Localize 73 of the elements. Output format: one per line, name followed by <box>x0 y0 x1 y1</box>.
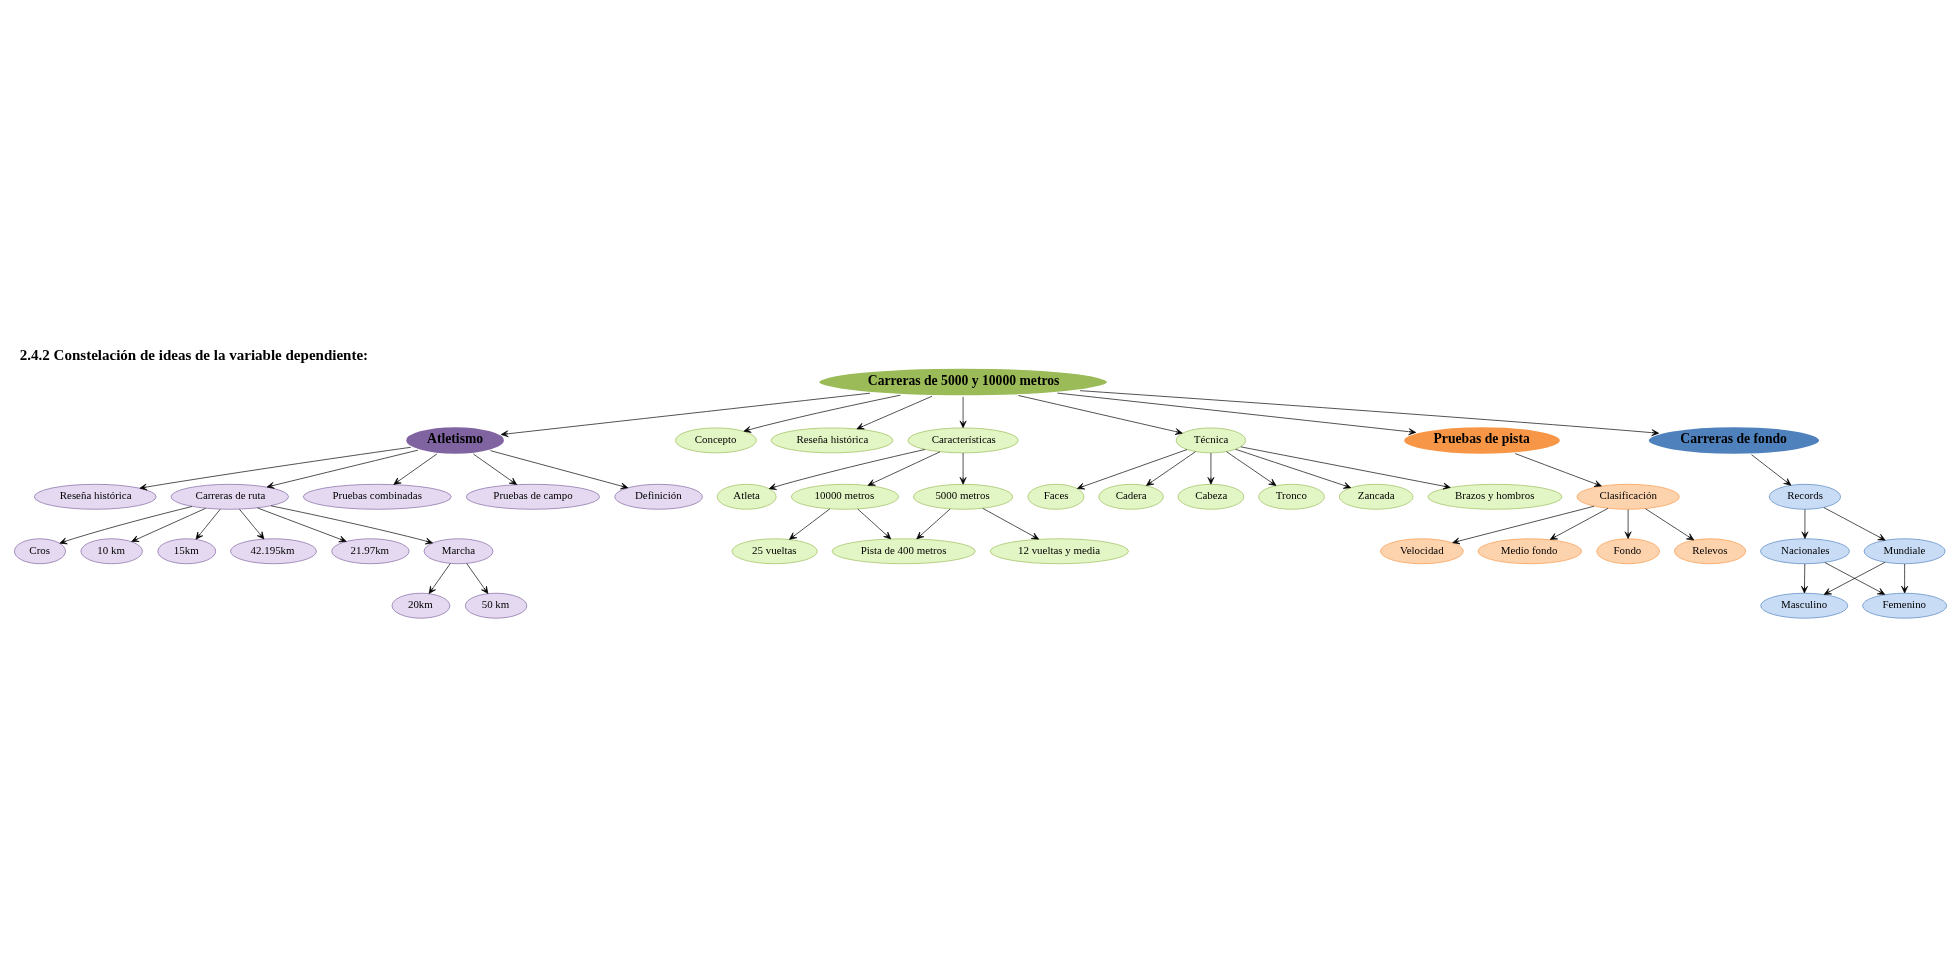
arrow <box>1076 449 1187 490</box>
arrow <box>130 508 206 542</box>
diagram-title: 2.4.2 Constelación de ideas de la variable dependiente: <box>19 346 368 363</box>
arrow <box>472 453 517 485</box>
arrow <box>1017 395 1183 435</box>
arrow <box>428 563 451 594</box>
node-ellipse: Pruebas combinadas <box>302 483 452 510</box>
node-ellipse: Relevos <box>1673 538 1746 565</box>
node-ellipse: Características <box>907 427 1019 454</box>
arrow <box>1451 505 1594 545</box>
arrow <box>1624 509 1631 539</box>
node-ellipse: 5000 metros <box>912 483 1013 510</box>
arrow <box>465 563 488 594</box>
arrow <box>1823 507 1886 541</box>
node-ellipse: Records <box>1768 483 1841 510</box>
arrow <box>915 508 951 540</box>
arrow <box>195 508 221 540</box>
arrow <box>489 450 628 490</box>
arrow <box>266 449 418 489</box>
node-ellipse: 20km <box>391 592 450 619</box>
arrow <box>1239 446 1451 490</box>
node-ellipse: 25 vueltas <box>731 538 818 565</box>
arrow <box>59 506 192 545</box>
node-ellipse: Nacionales <box>1759 538 1850 565</box>
arrow <box>856 508 891 540</box>
arrow <box>1644 508 1694 541</box>
arrow <box>867 451 940 486</box>
arrow <box>1207 452 1214 485</box>
arrow <box>238 508 264 540</box>
arrow <box>1750 454 1791 486</box>
arrow <box>256 507 347 543</box>
arrow <box>1801 509 1808 539</box>
node-ellipse: Pruebas de campo <box>465 483 600 510</box>
node-ellipse: 15km <box>157 538 216 565</box>
arrow <box>1225 451 1276 486</box>
arrow <box>743 394 901 433</box>
arrow <box>981 508 1039 540</box>
arrow <box>1900 563 1908 594</box>
arrow <box>139 446 411 491</box>
node-ellipse: Pista de 400 metros <box>831 538 976 565</box>
node-ellipse: 42.195km <box>229 538 317 565</box>
node-ellipse: 10000 metros <box>790 483 899 510</box>
node-ellipse: Cadera <box>1097 483 1164 510</box>
arrow <box>1079 390 1659 437</box>
node-ellipse: Femenino <box>1861 592 1947 619</box>
node-ellipse: Carreras de fondo <box>1645 424 1822 457</box>
node-ellipse: Reseña histórica <box>770 427 893 454</box>
arrow <box>1234 448 1351 489</box>
arrow <box>1514 453 1602 487</box>
arrow <box>959 396 966 429</box>
arrow <box>1549 508 1608 540</box>
node-ellipse: Fondo <box>1595 538 1660 565</box>
node-ellipse: Clasificación <box>1576 483 1680 510</box>
arrow <box>1800 563 1808 594</box>
arrow <box>1056 392 1416 436</box>
node-ellipse: Mundiale <box>1863 538 1945 565</box>
node-ellipse: Masculino <box>1759 592 1848 619</box>
arrow <box>500 392 870 438</box>
node-ellipse: 12 vueltas y media <box>989 538 1129 565</box>
node-ellipse: Cabeza <box>1177 483 1244 510</box>
node-ellipse: 21.97km <box>330 538 409 565</box>
node-ellipse: 50 km <box>464 592 527 619</box>
arrow <box>788 508 830 540</box>
arrow <box>768 449 925 490</box>
node-ellipse: 10 km <box>80 538 143 565</box>
arrow <box>392 453 437 485</box>
arrow <box>270 505 433 545</box>
arrow <box>856 395 932 430</box>
arrow <box>1145 451 1196 486</box>
arrow <box>959 452 966 485</box>
node-ellipse: Tronco <box>1257 483 1325 510</box>
node-ellipse: Carreras de 5000 y 10000 metros <box>816 366 1110 399</box>
node-ellipse: Medio fondo <box>1477 538 1582 565</box>
